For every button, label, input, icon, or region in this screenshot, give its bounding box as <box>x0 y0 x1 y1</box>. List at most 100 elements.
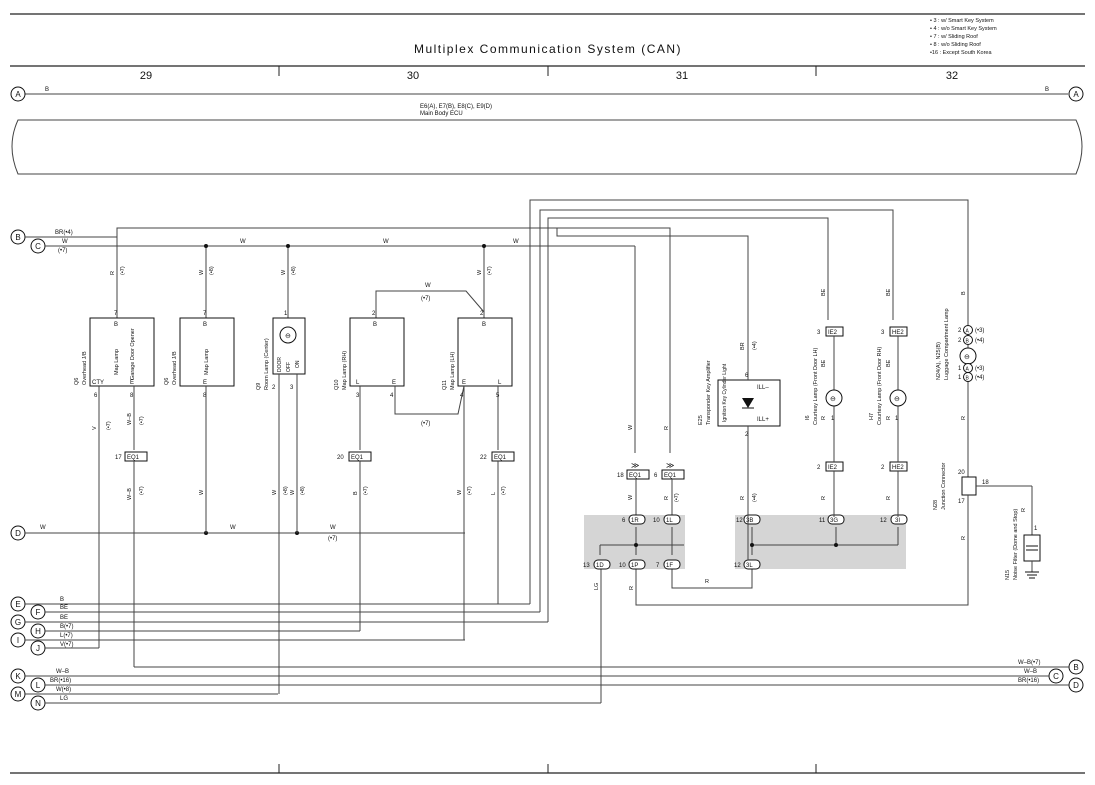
n24-luggage-compartment-lamp: A B ⊖ A B 2(•3) 2(•4) 1(•3) 1(•4) N24(A)… <box>936 308 984 477</box>
grid-number: 31 <box>676 70 688 82</box>
svg-text:B: B <box>966 376 970 382</box>
q11-map-lamp-lh-component: 2 B E L 4 5 Q11 Map Lamp (LH) <box>442 311 513 640</box>
n28-junction-connector: 20 17 18 N28 Junction Connector <box>933 462 1033 605</box>
h7-courtesy-lamp-rh: ⊖ 1 H7 Courtesy Lamp (Front Door RH) <box>869 347 907 425</box>
svg-text:Noise Filter (Dome and Stop): Noise Filter (Dome and Stop) <box>1013 509 1019 580</box>
svg-text:≫: ≫ <box>666 461 674 470</box>
note: • 3 : w/ Smart Key System <box>930 18 994 24</box>
svg-text:Map Lamp (RH): Map Lamp (RH) <box>342 351 348 390</box>
svg-text:(•7): (•7) <box>106 421 112 430</box>
svg-text:L: L <box>491 492 497 495</box>
svg-text:1: 1 <box>895 416 899 422</box>
svg-text:2: 2 <box>272 385 276 391</box>
svg-text:W: W <box>230 525 236 531</box>
svg-text:E: E <box>392 380 396 386</box>
svg-text:BE: BE <box>60 615 68 621</box>
svg-text:K: K <box>15 672 21 681</box>
svg-text:V: V <box>92 426 98 430</box>
svg-text:(•7): (•7) <box>421 296 430 302</box>
svg-text:R: R <box>821 496 827 500</box>
svg-text:(•7): (•7) <box>139 486 145 495</box>
svg-text:OFF: OFF <box>286 362 292 372</box>
svg-text:IE2: IE2 <box>828 465 838 471</box>
svg-text:A: A <box>966 367 970 373</box>
svg-text:17: 17 <box>958 499 965 505</box>
svg-text:2: 2 <box>958 338 962 344</box>
svg-text:2: 2 <box>817 465 821 471</box>
svg-text:L: L <box>36 681 41 690</box>
svg-text:(•3): (•3) <box>975 328 984 334</box>
svg-text:W: W <box>628 424 634 430</box>
svg-text:1: 1 <box>831 416 835 422</box>
svg-text:(•7): (•7) <box>674 493 680 502</box>
svg-text:(•8): (•8) <box>300 486 306 495</box>
svg-text:B: B <box>15 233 20 242</box>
svg-text:20: 20 <box>958 470 965 476</box>
svg-text:1: 1 <box>284 311 288 317</box>
q9-room-lamp-component: ⊖ 1 2 3 DOOR OFF ON Q9 Room Lamp (Center… <box>256 311 306 694</box>
svg-text:R: R <box>705 579 709 585</box>
svg-text:R: R <box>886 496 892 500</box>
svg-text:H7: H7 <box>869 413 875 420</box>
grid-number: 30 <box>407 70 419 82</box>
svg-text:EQ1: EQ1 <box>494 455 507 461</box>
q6-garage-door-component: 7 B CTY E 6 8 Q6 Overhead J/B Map Lamp G… <box>74 311 155 648</box>
svg-text:3: 3 <box>881 330 885 336</box>
svg-text:2: 2 <box>480 311 484 317</box>
svg-text:W: W <box>330 525 336 531</box>
svg-text:2: 2 <box>958 328 962 334</box>
svg-text:Q11: Q11 <box>442 380 448 390</box>
svg-text:ON: ON <box>295 360 301 368</box>
svg-text:12: 12 <box>880 518 887 524</box>
svg-text:R: R <box>740 496 746 500</box>
svg-text:⊖: ⊖ <box>285 333 291 340</box>
svg-text:W: W <box>281 269 287 275</box>
svg-text:13: 13 <box>583 563 590 569</box>
svg-text:≫: ≫ <box>631 461 639 470</box>
svg-text:R: R <box>961 536 967 540</box>
svg-text:R: R <box>821 416 827 420</box>
svg-text:2: 2 <box>745 432 749 438</box>
svg-text:LG: LG <box>60 696 68 702</box>
svg-text:B: B <box>353 491 359 495</box>
svg-text:Q9: Q9 <box>256 383 262 390</box>
svg-text:A: A <box>966 329 970 335</box>
svg-text:⊖: ⊖ <box>894 396 900 403</box>
svg-text:E: E <box>15 600 20 609</box>
svg-text:(•8): (•8) <box>283 486 289 495</box>
svg-text:BE: BE <box>60 605 68 611</box>
svg-text:B: B <box>1073 663 1078 672</box>
svg-text:(•7): (•7) <box>363 486 369 495</box>
svg-text:BR(•16): BR(•16) <box>1018 678 1039 684</box>
svg-text:W: W <box>457 489 463 495</box>
svg-text:B: B <box>114 322 118 328</box>
svg-text:E25: E25 <box>698 415 704 425</box>
svg-text:BE: BE <box>821 359 827 367</box>
svg-text:BE: BE <box>886 359 892 367</box>
n15-noise-filter: 1 N15 Noise Filter (Dome and Stop) <box>1005 509 1041 580</box>
svg-text:E: E <box>462 380 466 386</box>
page-title: Multiplex Communication System (CAN) <box>414 42 682 56</box>
svg-text:Map Lamp: Map Lamp <box>114 349 120 375</box>
e25-transponder-key-amplifier: 6 2 ILL– ILL+ Ignition Key Cylinder Ligh… <box>698 360 781 560</box>
svg-text:1R: 1R <box>631 518 639 524</box>
svg-text:4: 4 <box>460 393 464 399</box>
svg-text:D: D <box>15 529 21 538</box>
svg-text:1: 1 <box>958 375 962 381</box>
svg-text:W–B(•7): W–B(•7) <box>1018 660 1040 666</box>
grid-number: 29 <box>140 70 152 82</box>
svg-text:B: B <box>482 322 486 328</box>
svg-text:J: J <box>36 644 40 653</box>
svg-text:I: I <box>17 636 19 645</box>
svg-text:W(•8): W(•8) <box>56 687 71 693</box>
svg-text:W: W <box>272 489 278 495</box>
svg-text:4: 4 <box>390 393 394 399</box>
svg-text:W: W <box>425 283 431 289</box>
svg-text:(•7): (•7) <box>139 416 145 425</box>
svg-text:B: B <box>373 322 377 328</box>
svg-text:B(•7): B(•7) <box>60 624 73 630</box>
svg-text:6: 6 <box>654 473 658 479</box>
svg-text:DOOR: DOOR <box>277 357 283 372</box>
